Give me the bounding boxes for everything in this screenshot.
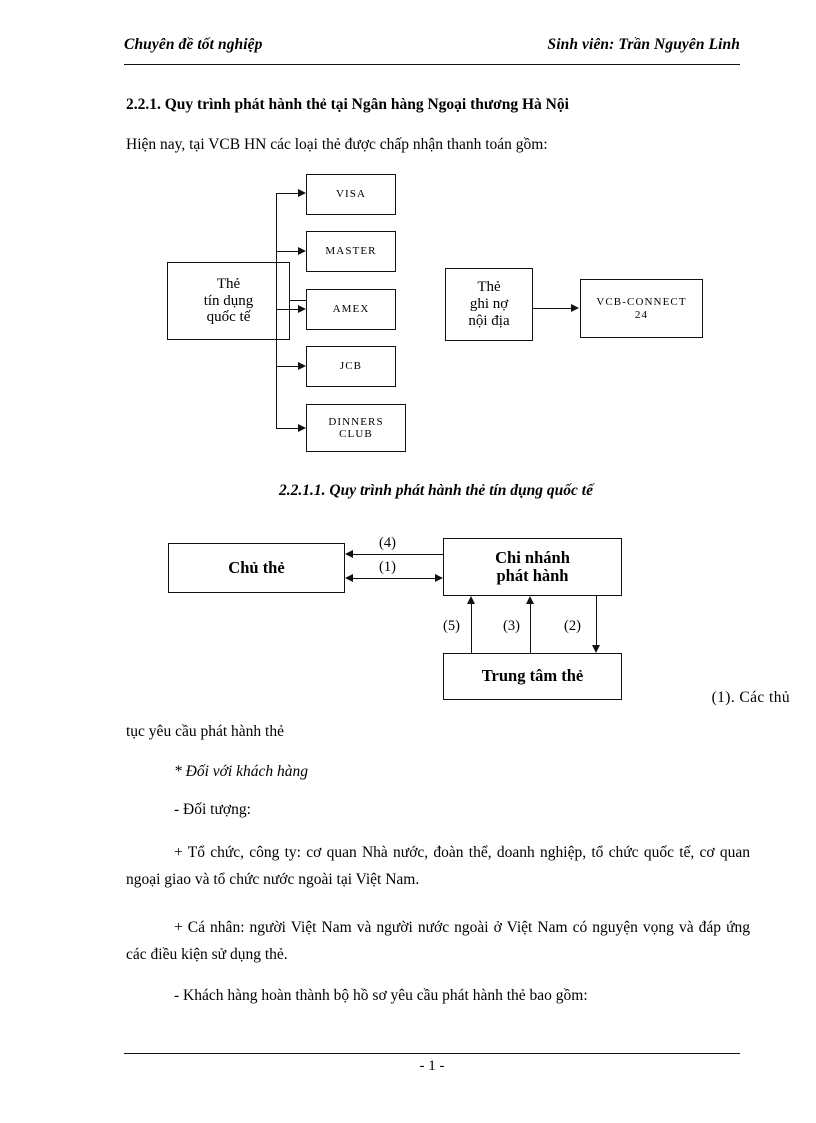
node-trung-tam-the: Trung tâm thẻ (443, 653, 622, 700)
node-chi-nhanh-phat-hanh: Chi nhánh phát hành (443, 538, 622, 596)
paragraph-ho-so: - Khách hàng hoàn thành bộ hồ sơ yêu cầu… (174, 987, 588, 1004)
arrow-left-icon-flow-4 (345, 550, 353, 558)
arrow-right-icon-master (298, 247, 306, 255)
flow-label-2: (2) (564, 618, 581, 634)
paragraph-to-chuc-cong-ty: + Tổ chức, công ty: cơ quan Nhà nước, đo… (126, 844, 750, 888)
intro-paragraph: Hiện nay, tại VCB HN các loại thẻ được c… (126, 136, 548, 153)
page-header: Chuyên đề tốt nghiệp Sinh viên: Trần Ngu… (124, 36, 740, 65)
node-brand-dinners-club: DINNERS CLUB (306, 404, 406, 452)
arrow-right-icon-vcb-connect (571, 304, 579, 312)
node-vcb-connect-24: VCB-CONNECT 24 (580, 279, 703, 338)
arrow-right-icon-amex (298, 305, 306, 313)
connector-flow-4 (353, 554, 443, 556)
arrow-left-icon-flow-1 (345, 574, 353, 582)
connector-branch-amex (276, 309, 304, 311)
flow-label-3: (3) (503, 618, 520, 634)
footer-divider (124, 1053, 740, 1054)
connector-flow-2 (596, 596, 598, 645)
paragraph-step-1-continued: tục yêu cầu phát hành thẻ (126, 723, 284, 740)
connector-branch-master (276, 251, 304, 253)
connector-trunk (276, 193, 278, 429)
header-student-name: Sinh viên: Trần Nguyên Linh (547, 36, 740, 53)
node-brand-amex: AMEX (306, 289, 396, 330)
connector-debit-to-vcb (533, 308, 573, 310)
arrow-up-icon-flow-5 (467, 596, 475, 604)
footer-page-number: - 1 - (419, 1058, 445, 1074)
node-chu-the: Chủ thẻ (168, 543, 345, 593)
connector-flow-5 (471, 604, 473, 653)
section-heading: 2.2.1. Quy trình phát hành thẻ tại Ngân … (126, 96, 569, 113)
paragraph-step-1-fragment: (1). Các thủ (711, 689, 790, 706)
connector-source-stub (290, 300, 312, 302)
sub-section-heading: 2.2.1.1. Quy trình phát hành thẻ tín dụn… (279, 482, 593, 499)
arrow-right-icon-jcb (298, 362, 306, 370)
header-document-title: Chuyên đề tốt nghiệp (124, 36, 263, 53)
paragraph-doi-voi-khach-hang: * Đối với khách hàng (174, 763, 308, 780)
connector-branch-visa (276, 193, 304, 195)
connector-branch-jcb (276, 366, 304, 368)
paragraph-ca-nhan: + Cá nhân: người Việt Nam và người nước … (126, 919, 750, 963)
node-the-ghi-no-noi-dia: Thẻ ghi nợ nội địa (445, 268, 533, 341)
arrow-down-icon-flow-2 (592, 645, 600, 653)
arrow-right-icon-flow-1 (435, 574, 443, 582)
node-brand-visa: VISA (306, 174, 396, 215)
node-brand-master: MASTER (306, 231, 396, 272)
flow-label-5: (5) (443, 618, 460, 634)
connector-flow-1 (353, 578, 435, 580)
connector-flow-3 (530, 604, 532, 653)
arrow-right-icon-visa (298, 189, 306, 197)
connector-branch-dinners (276, 428, 304, 430)
arrow-right-icon-dinners (298, 424, 306, 432)
node-brand-jcb: JCB (306, 346, 396, 387)
node-the-tin-dung-quoc-te: Thẻ tín dụng quốc tế (167, 262, 290, 340)
arrow-up-icon-flow-3 (526, 596, 534, 604)
flow-label-1: (1) (379, 559, 396, 575)
paragraph-doi-tuong: - Đối tượng: (174, 801, 251, 818)
flow-label-4: (4) (379, 535, 396, 551)
